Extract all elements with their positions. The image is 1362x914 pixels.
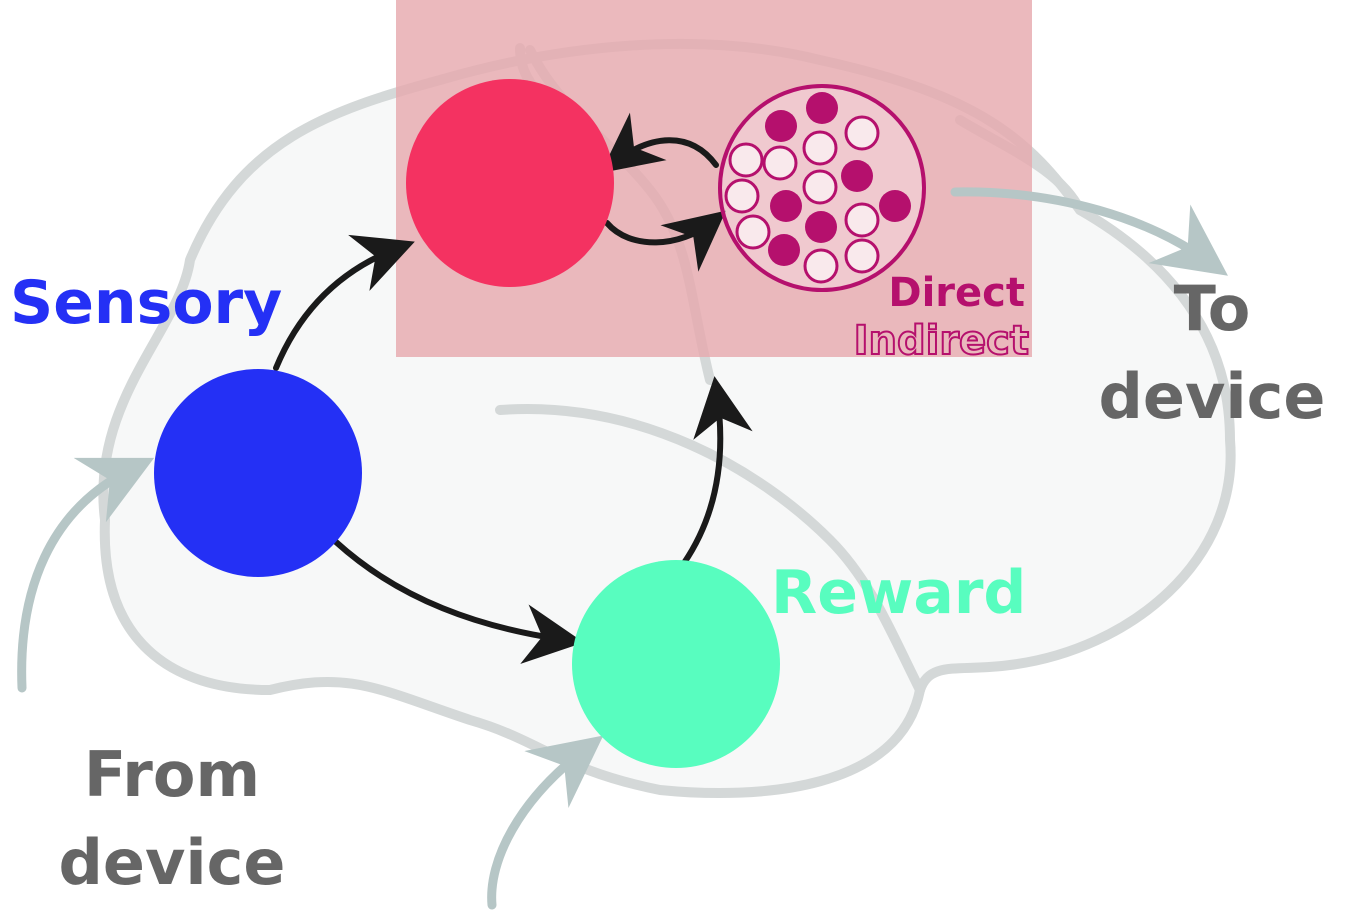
direct-label: Direct: [888, 270, 1025, 316]
direct-neuron: [806, 92, 838, 124]
direct-neuron: [768, 234, 800, 266]
sensory-node: [154, 369, 362, 577]
to-device-arrow: [950, 187, 1228, 276]
direct-neuron: [770, 190, 802, 222]
to-device-label-line1: To: [1174, 272, 1251, 345]
indirect-neuron: [844, 238, 880, 274]
direct-neuron: [765, 110, 797, 142]
direct-neuron: [879, 190, 911, 222]
brain-sulcus: [495, 404, 925, 695]
indirect-neuron: [724, 178, 760, 214]
indirect-neuron: [802, 130, 838, 166]
from-device-arrow: [17, 457, 155, 693]
indirect-neuron: [728, 142, 764, 178]
reward-label: Reward: [771, 558, 1026, 628]
indirect-neuron: [735, 214, 771, 250]
cortex-node: [406, 79, 614, 287]
sensory-label: Sensory: [10, 268, 282, 338]
arrow-striatum-to-cortex: [600, 112, 719, 173]
indirect-neuron: [803, 248, 839, 284]
indirect-label: Indirect: [854, 318, 1029, 364]
indirect-neuron: [802, 169, 838, 205]
from-device-label-line1: From: [84, 738, 260, 811]
arrow-cortex-to-striatum: [604, 210, 726, 272]
to-device-label-line2: device: [1099, 360, 1326, 433]
striatum-node: [718, 84, 926, 292]
arrow-sensory-to-reward: [333, 539, 584, 664]
arrow-reward-to-striatum: [681, 376, 753, 566]
reward-node: [572, 560, 780, 768]
from-device-label-line2: device: [59, 826, 286, 899]
direct-neuron: [841, 160, 873, 192]
reward-input-arrow: [487, 735, 604, 910]
direct-neuron: [805, 211, 837, 243]
indirect-neuron: [844, 115, 880, 151]
arrow-sensory-to-cortex: [273, 234, 415, 371]
indirect-neuron: [762, 145, 798, 181]
indirect-neuron: [844, 202, 880, 238]
